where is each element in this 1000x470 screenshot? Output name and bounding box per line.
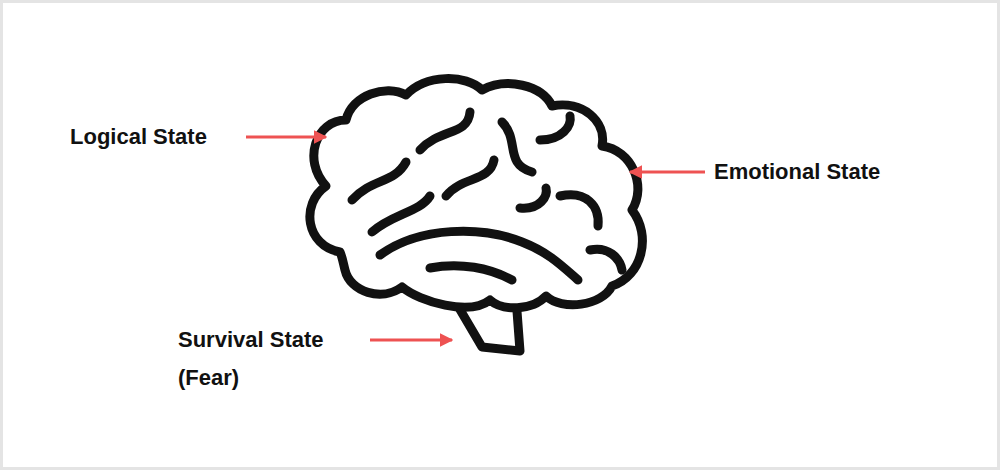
region-label: Logical State [70, 122, 270, 152]
leader-arrows [246, 137, 705, 340]
leader-arrow [630, 171, 705, 174]
region-label: Emotional State [714, 157, 964, 187]
brain-folds [352, 112, 622, 280]
leader-arrow [246, 136, 326, 139]
region-label: Survival State (Fear) [178, 321, 356, 397]
cerebrum-outline [310, 79, 643, 308]
leader-arrow [370, 339, 452, 342]
